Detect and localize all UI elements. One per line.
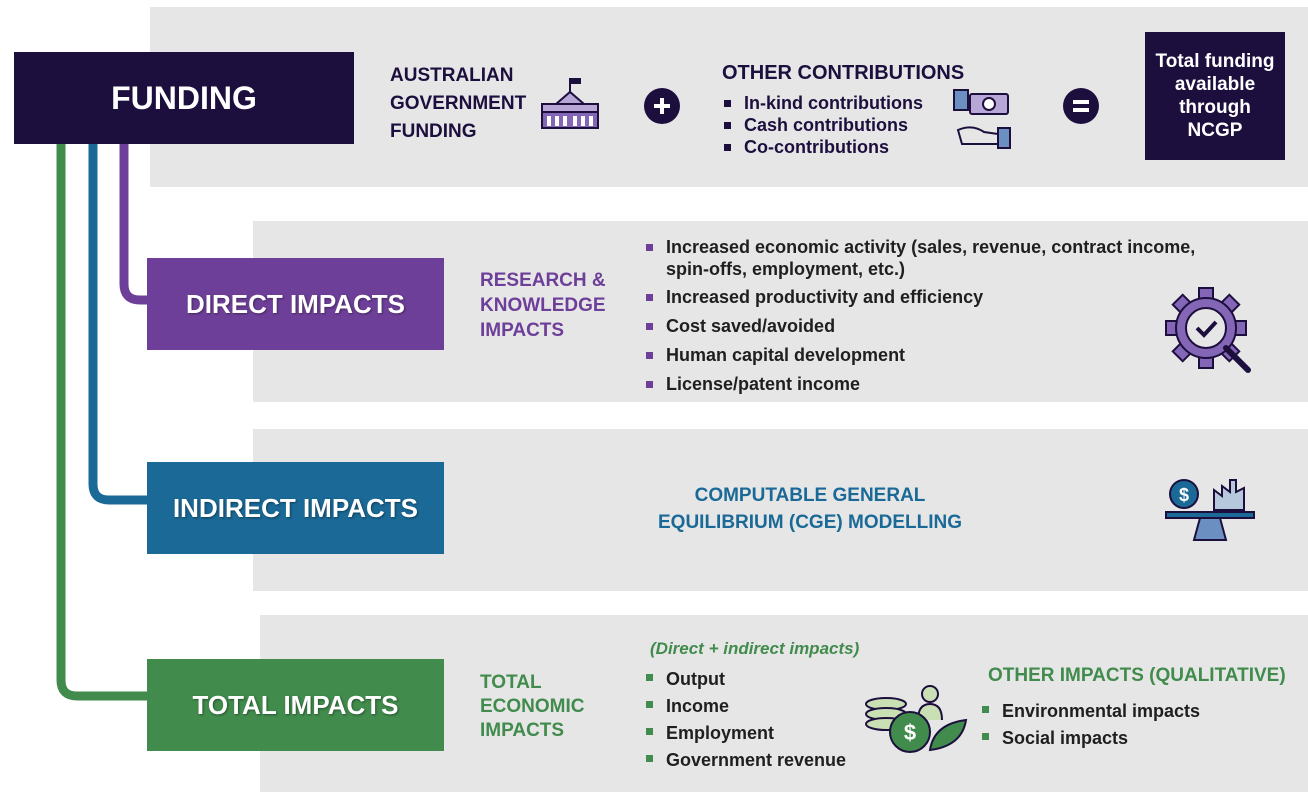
other-contributions-title: OTHER CONTRIBUTIONS [722, 62, 965, 84]
other-impacts-title: OTHER IMPACTS (QUALITATIVE) [988, 665, 1286, 686]
govt-funding-label: AUSTRALIAN GOVERNMENT FUNDING [390, 62, 526, 146]
total-funding-line: Total funding [1155, 51, 1275, 72]
list-item: Human capital development [644, 344, 1195, 366]
govt-funding-line: FUNDING [390, 121, 477, 142]
indirect-impacts-box: INDIRECT IMPACTS [147, 462, 444, 554]
money-plant-icon: $ [865, 685, 968, 753]
balance-scale-icon: $ [1165, 479, 1255, 541]
list-item: Output [644, 666, 846, 693]
list-item: Government revenue [644, 747, 846, 774]
list-item: Increased economic activity (sales, reve… [644, 236, 1195, 258]
research-line: KNOWLEDGE [480, 295, 606, 316]
list-item: License/patent income [644, 373, 1195, 395]
funding-title: FUNDING [111, 79, 257, 116]
gear-check-icon [1165, 287, 1251, 373]
indirect-impacts-title: INDIRECT IMPACTS [172, 492, 419, 523]
funding-box: FUNDING [14, 52, 354, 144]
total-funding-line: available [1174, 74, 1256, 95]
total-impacts-title: TOTAL IMPACTS [192, 689, 399, 720]
money-hand-icon [953, 89, 1011, 149]
list-item-text: spin-offs, employment, etc.) [666, 259, 906, 279]
list-item: In-kind contributions [722, 92, 923, 114]
other-impacts-list: Environmental impacts Social impacts [980, 698, 1200, 752]
svg-text:$: $ [1179, 485, 1189, 505]
total-econ-line: TOTAL [480, 672, 542, 693]
list-item: Increased productivity and efficiency [644, 286, 1195, 308]
cge-line: EQUILIBRIUM (CGE) MODELLING [658, 512, 962, 533]
cge-line: COMPUTABLE GENERAL [694, 485, 926, 506]
cge-modelling-label: COMPUTABLE GENERAL EQUILIBRIUM (CGE) MOD… [620, 482, 1000, 536]
total-funding-line: NCGP [1187, 120, 1243, 141]
total-funding-line: through [1179, 97, 1251, 118]
list-item: Social impacts [980, 725, 1200, 752]
list-item: Co-contributions [722, 136, 923, 158]
svg-text:$: $ [904, 720, 916, 745]
list-item: Environmental impacts [980, 698, 1200, 725]
direct-impacts-box: DIRECT IMPACTS [147, 258, 444, 350]
connector-indirect [88, 142, 150, 505]
govt-funding-line: GOVERNMENT [390, 93, 527, 114]
list-item: Income [644, 693, 846, 720]
govt-funding-line: AUSTRALIAN [390, 65, 514, 86]
other-contributions-list: In-kind contributions Cash contributions… [722, 92, 923, 158]
direct-plus-indirect-note: (Direct + indirect impacts) [650, 639, 860, 658]
list-item: Cash contributions [722, 114, 923, 136]
equals-icon [1063, 88, 1099, 124]
direct-impacts-title: DIRECT IMPACTS [185, 288, 406, 319]
direct-impacts-list: Increased economic activity (sales, reve… [644, 236, 1195, 395]
list-item-continuation: spin-offs, employment, etc.) [644, 258, 1195, 280]
total-impacts-list: Output Income Employment Government reve… [644, 666, 846, 774]
research-line: RESEARCH & [480, 270, 606, 291]
connector-direct [119, 142, 150, 305]
plus-icon [644, 88, 680, 124]
total-econ-line: IMPACTS [480, 720, 565, 741]
list-item: Cost saved/avoided [644, 315, 1195, 337]
research-line: IMPACTS [480, 320, 565, 341]
connector-total [56, 142, 150, 701]
total-econ-line: ECONOMIC [480, 696, 585, 717]
total-impacts-box: TOTAL IMPACTS [147, 659, 444, 751]
total-funding-box: Total funding available through NCGP [1145, 32, 1285, 160]
total-economic-label: TOTAL ECONOMIC IMPACTS [480, 671, 585, 743]
list-item: Employment [644, 720, 846, 747]
research-knowledge-label: RESEARCH & KNOWLEDGE IMPACTS [480, 268, 606, 343]
parliament-house-icon [541, 78, 599, 129]
